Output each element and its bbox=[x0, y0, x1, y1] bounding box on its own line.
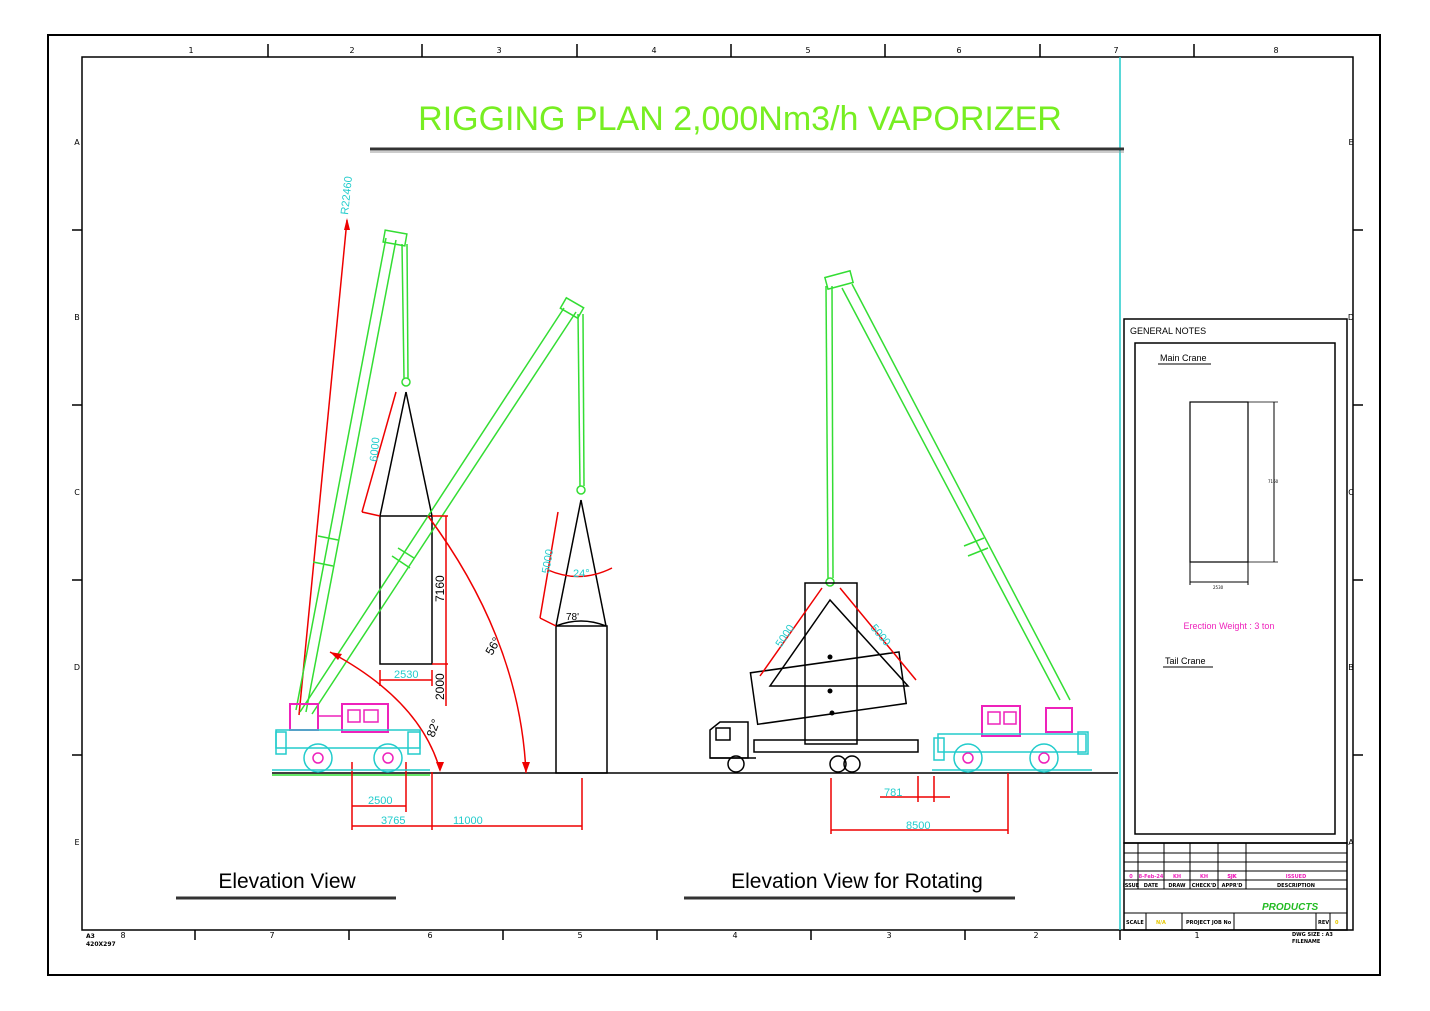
zone-label-top: 8 bbox=[1273, 46, 1278, 55]
left-view-label: Elevation View bbox=[218, 870, 356, 893]
svg-text:6000: 6000 bbox=[368, 437, 382, 463]
erection-weight: Erection Weight : 3 ton bbox=[1184, 621, 1275, 631]
tail-crane-boom bbox=[299, 296, 586, 715]
zone-label-bottom: 3 bbox=[886, 931, 891, 940]
svg-text:5000: 5000 bbox=[540, 548, 556, 574]
zone-label-top: 3 bbox=[496, 46, 501, 55]
svg-text:8500: 8500 bbox=[906, 820, 930, 832]
zone-label-top: 1 bbox=[188, 46, 193, 55]
svg-text:82°: 82° bbox=[424, 717, 443, 739]
svg-text:3765: 3765 bbox=[381, 815, 405, 827]
left-elevation-view: R22460 bbox=[272, 176, 613, 830]
svg-text:56°: 56° bbox=[482, 635, 503, 658]
svg-text:7160: 7160 bbox=[433, 575, 447, 602]
outer-frame bbox=[47, 34, 1381, 976]
revision-cell: ISSUED bbox=[1286, 874, 1306, 880]
left-view-dimensions bbox=[329, 391, 613, 774]
revision-cell: KH bbox=[1173, 874, 1181, 880]
svg-text:SCALE: SCALE bbox=[1126, 920, 1144, 926]
zone-label-top: 5 bbox=[805, 46, 810, 55]
header-cell: APPR'D bbox=[1222, 883, 1243, 889]
zone-label-left: A bbox=[74, 138, 80, 147]
zone-label-left: E bbox=[74, 838, 79, 847]
svg-text:24°: 24° bbox=[573, 568, 590, 580]
zone-label-left: B bbox=[74, 313, 80, 322]
top-zone-ticks bbox=[267, 44, 1195, 57]
revision-cell: 0 bbox=[1129, 874, 1133, 880]
left-mobile-crane bbox=[272, 703, 430, 773]
zone-label-top: 2 bbox=[349, 46, 354, 55]
svg-text:5000: 5000 bbox=[774, 623, 798, 650]
revision-cell: SJK bbox=[1227, 874, 1237, 880]
vessel-rotating-tilted bbox=[749, 651, 908, 726]
main-crane-boom bbox=[295, 229, 411, 713]
header-cell: DRAW bbox=[1168, 883, 1186, 889]
header-cell: ISSUE bbox=[1123, 883, 1140, 889]
svg-text:PROJECT JOB No: PROJECT JOB No bbox=[1186, 920, 1232, 926]
side-zone-ticks bbox=[72, 229, 1363, 756]
right-mobile-crane bbox=[932, 705, 1092, 773]
boom-radius-label: R22460 bbox=[339, 176, 355, 216]
svg-text:REV: REV bbox=[1318, 920, 1329, 926]
revision-cell: 8-Feb-24 bbox=[1139, 874, 1164, 880]
zone-label-top: 6 bbox=[956, 46, 961, 55]
zone-label-bottom: 2 bbox=[1033, 931, 1038, 940]
revision-cell: KH bbox=[1200, 874, 1208, 880]
svg-text:78': 78' bbox=[566, 612, 579, 623]
revision-cell: SJK bbox=[1227, 874, 1237, 880]
company-logo: PRODUCTS bbox=[1262, 902, 1318, 913]
vessel-upright bbox=[379, 515, 433, 665]
zone-label-bottom: 7 bbox=[269, 931, 274, 940]
zone-label-bottom: 4 bbox=[732, 931, 737, 940]
vessel-rotating-vertical bbox=[804, 582, 858, 745]
zone-label-left: D bbox=[74, 663, 80, 672]
drawing-title: RIGGING PLAN 2,000Nm3/h VAPORIZER bbox=[418, 100, 1062, 138]
svg-text:FILENAME: FILENAME bbox=[1292, 939, 1321, 945]
zone-label-bottom: 8 bbox=[120, 931, 125, 940]
rotating-elevation-view: 5000 5000 bbox=[709, 269, 1092, 834]
vessel-sketch bbox=[1189, 401, 1249, 563]
vessel-base-column bbox=[555, 625, 608, 774]
svg-text:0: 0 bbox=[1335, 920, 1339, 926]
zone-label-right: D bbox=[1348, 313, 1354, 322]
svg-text:420X297: 420X297 bbox=[86, 941, 116, 948]
boom-radius-line bbox=[298, 219, 348, 716]
svg-text:2530: 2530 bbox=[394, 669, 418, 681]
zone-label-right: C bbox=[1348, 488, 1354, 497]
tail-crane-label: Tail Crane bbox=[1165, 656, 1206, 666]
zone-label-right: E bbox=[1348, 138, 1353, 147]
svg-text:N/A: N/A bbox=[1156, 920, 1166, 926]
svg-text:DWG SIZE : A3: DWG SIZE : A3 bbox=[1292, 932, 1333, 938]
svg-text:11000: 11000 bbox=[453, 815, 483, 827]
zone-label-top: 7 bbox=[1113, 46, 1118, 55]
header-cell: DATE bbox=[1144, 883, 1159, 889]
svg-text:781: 781 bbox=[884, 787, 902, 799]
zone-label-right: A bbox=[1348, 838, 1354, 847]
paper-size: A3 bbox=[86, 933, 95, 940]
notes-heading: GENERAL NOTES bbox=[1130, 326, 1206, 336]
right-view-label: Elevation View for Rotating bbox=[731, 870, 983, 893]
transport-truck bbox=[709, 721, 919, 773]
main-crane-label: Main Crane bbox=[1160, 353, 1207, 363]
zone-label-top: 4 bbox=[651, 46, 656, 55]
svg-text:2000: 2000 bbox=[433, 673, 447, 700]
zone-label-left: C bbox=[74, 488, 80, 497]
inner-frame bbox=[81, 56, 1354, 931]
svg-text:2500: 2500 bbox=[368, 795, 392, 807]
zone-label-bottom: 5 bbox=[577, 931, 582, 940]
bottom-zone-ticks bbox=[194, 930, 1121, 940]
general-notes-panel: GENERAL NOTES Main Crane 7160 2530 Erect… bbox=[1123, 318, 1348, 844]
zone-label-bottom: 6 bbox=[427, 931, 432, 940]
svg-text:7160: 7160 bbox=[1268, 479, 1279, 484]
header-cell: CHECK'D bbox=[1192, 883, 1217, 889]
right-main-crane-boom bbox=[823, 269, 1071, 701]
zone-label-right: B bbox=[1348, 663, 1354, 672]
header-cell: DESCRIPTION bbox=[1277, 883, 1315, 889]
svg-text:2530: 2530 bbox=[1213, 585, 1224, 590]
zone-label-bottom: 1 bbox=[1194, 931, 1199, 940]
